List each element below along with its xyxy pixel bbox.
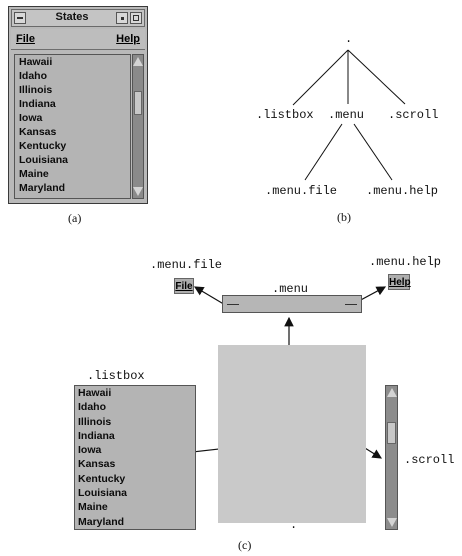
tree-menu-label: .menu xyxy=(328,108,365,122)
menubar: File Help xyxy=(11,29,145,50)
edge-root-listbox xyxy=(292,49,349,106)
tree-menu-file-label: .menu.file xyxy=(265,184,338,198)
list-item[interactable]: Kentucky xyxy=(19,140,67,152)
file-button[interactable]: File xyxy=(174,278,194,294)
tree-edges xyxy=(292,49,406,181)
edge-menu-help xyxy=(353,123,393,181)
list-item[interactable]: Kentucky xyxy=(78,472,126,485)
list-item[interactable]: Illinois xyxy=(78,415,112,428)
caption-a: (a) xyxy=(68,211,82,225)
toplevel-frame xyxy=(218,345,366,523)
file-menu[interactable]: File xyxy=(16,33,35,45)
scroll-thumb[interactable] xyxy=(387,422,396,444)
list-item[interactable]: Maryland xyxy=(19,182,66,194)
minimize-icon[interactable] xyxy=(116,12,128,24)
list-item[interactable]: Maine xyxy=(19,168,49,180)
exploded-root-label: . xyxy=(290,518,298,532)
scroll-thumb[interactable] xyxy=(134,91,142,115)
exploded-listbox[interactable]: Hawaii Idaho Illinois Indiana Iowa Kansa… xyxy=(74,385,196,530)
scroll-up-icon[interactable] xyxy=(387,388,397,397)
list-item[interactable]: Idaho xyxy=(19,70,47,82)
tree-menu-help-label: .menu.help xyxy=(366,184,439,198)
states-listbox[interactable]: Hawaii Idaho Illinois Indiana Iowa Kansa… xyxy=(14,54,131,199)
list-item[interactable]: Iowa xyxy=(19,112,43,124)
window-titlebar: States xyxy=(11,9,145,27)
list-item[interactable]: Iowa xyxy=(78,444,102,457)
tree-root-label: . xyxy=(345,32,353,46)
exploded-scrollbar[interactable] xyxy=(385,385,398,530)
list-item[interactable]: Hawaii xyxy=(19,56,53,68)
window-title: States xyxy=(55,11,89,23)
help-button[interactable]: Help xyxy=(388,274,411,290)
exploded-menubar xyxy=(222,295,362,313)
exploded-menu-label: .menu xyxy=(272,282,309,296)
list-item[interactable]: Indiana xyxy=(78,429,115,442)
edge-menu-file xyxy=(304,123,343,181)
tree-scroll-label: .scroll xyxy=(388,108,439,122)
vertical-scrollbar[interactable] xyxy=(132,54,144,199)
list-item[interactable]: Indiana xyxy=(19,98,56,110)
states-window: States File Help Hawaii Idaho Illinois I… xyxy=(8,6,148,204)
edge-root-scroll xyxy=(347,49,406,105)
tree-listbox-label: .listbox xyxy=(256,108,314,122)
list-item[interactable]: Hawaii xyxy=(78,387,112,399)
list-item[interactable]: Idaho xyxy=(78,401,106,414)
exploded-menu-help-label: .menu.help xyxy=(369,255,442,269)
exploded-menu-file-label: .menu.file xyxy=(150,258,223,272)
scroll-up-icon[interactable] xyxy=(133,57,143,66)
list-item[interactable]: Maryland xyxy=(78,515,125,528)
exploded-listbox-label: .listbox xyxy=(87,369,145,383)
scroll-down-icon[interactable] xyxy=(133,187,143,196)
window-menu-icon[interactable] xyxy=(14,12,26,24)
caption-b: (b) xyxy=(337,210,351,224)
maximize-icon[interactable] xyxy=(130,12,142,24)
list-item[interactable]: Kansas xyxy=(19,126,57,138)
help-menu[interactable]: Help xyxy=(116,33,140,45)
list-item[interactable]: Illinois xyxy=(19,84,53,96)
exploded-scroll-label: .scroll xyxy=(404,453,455,467)
caption-c: (c) xyxy=(238,538,252,552)
list-item[interactable]: Kansas xyxy=(78,458,116,471)
list-item[interactable]: Louisiana xyxy=(19,154,69,166)
list-item[interactable]: Maine xyxy=(78,501,108,514)
scroll-down-icon[interactable] xyxy=(387,518,397,527)
list-item[interactable]: Louisiana xyxy=(78,487,128,500)
